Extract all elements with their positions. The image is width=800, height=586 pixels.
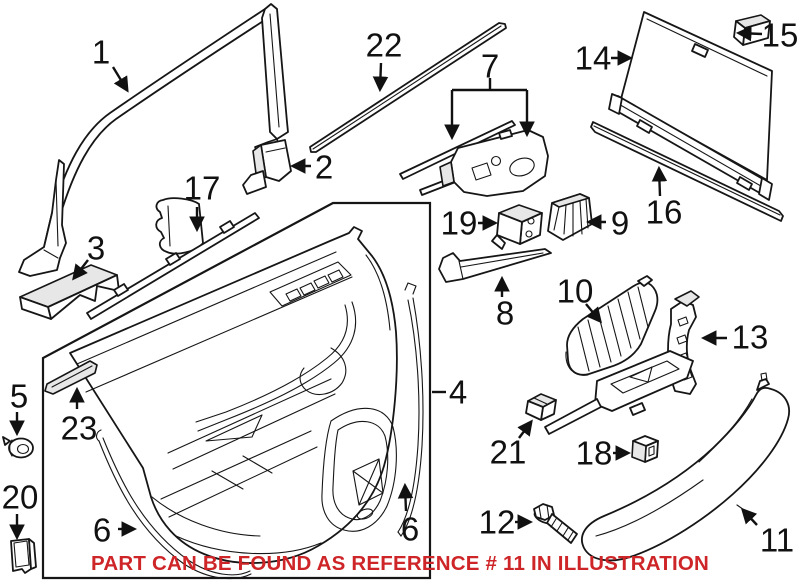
part-label-12: 12 — [479, 504, 516, 541]
part-label-8: 8 — [496, 295, 514, 332]
part-6-left-cable — [96, 429, 252, 580]
callout-arrow-15 — [735, 25, 763, 42]
part-label-16: 16 — [646, 194, 683, 231]
part-16-guide-rail — [590, 121, 784, 222]
callout-arrow-11 — [740, 507, 758, 526]
part-label-6: 6 — [93, 512, 111, 549]
part-17-sill-strip — [86, 212, 260, 320]
part-label-10: 10 — [557, 273, 594, 310]
callout-arrow-10 — [585, 303, 602, 324]
part-label-19: 19 — [441, 205, 478, 242]
part-7-trim-assembly — [399, 120, 549, 197]
part-21-clip — [525, 393, 557, 421]
part-10-speaker-grille — [565, 275, 659, 376]
part-3-bracket — [19, 264, 120, 320]
callout-arrow-21 — [517, 419, 533, 439]
part-label-14: 14 — [575, 40, 612, 77]
part-19-clip-bracket — [491, 204, 543, 250]
part-23-trim-strip — [44, 360, 98, 395]
callout-arrow-1 — [111, 66, 129, 93]
part-label-5: 5 — [10, 378, 28, 415]
part-label-11: 11 — [760, 522, 794, 559]
part-5-grommet — [2, 436, 34, 459]
part-22-belt-molding — [309, 22, 507, 153]
callout-arrow-22 — [372, 62, 389, 93]
part-8-armrest-trim — [438, 248, 552, 283]
callout-arrow-16 — [651, 165, 668, 197]
part-11-armrest — [581, 372, 790, 562]
part-label-22: 22 — [366, 27, 403, 64]
part-label-3: 3 — [87, 230, 105, 267]
part-label-23: 23 — [61, 410, 98, 447]
part-18-switch — [631, 435, 659, 463]
part-12-screw — [533, 503, 578, 544]
door-trim-panel — [69, 226, 398, 564]
part-label-21: 21 — [490, 434, 527, 471]
part-label-13: 13 — [732, 319, 769, 356]
part-label-18: 18 — [576, 435, 613, 472]
part-2-bracket — [242, 139, 292, 195]
part-label-20: 20 — [2, 479, 39, 516]
callout-arrow-6 — [397, 482, 414, 512]
part-label-1: 1 — [92, 34, 110, 71]
part-label-7: 7 — [481, 48, 499, 85]
part-label-2: 2 — [315, 149, 333, 186]
part-14-window-shade — [608, 11, 773, 201]
part-6-right-rod — [397, 282, 424, 537]
reference-caption: PART CAN BE FOUND AS REFERENCE # 11 IN I… — [90, 552, 710, 575]
door-pull-carrier — [544, 350, 694, 435]
part-label-6: 6 — [401, 511, 419, 548]
part-label-15: 15 — [762, 17, 799, 54]
part-20-clip — [10, 538, 37, 574]
part-label-17: 17 — [184, 170, 221, 207]
part-label-9: 9 — [611, 205, 629, 242]
part-label-4: 4 — [449, 374, 467, 411]
callout-arrow-3 — [72, 259, 89, 281]
